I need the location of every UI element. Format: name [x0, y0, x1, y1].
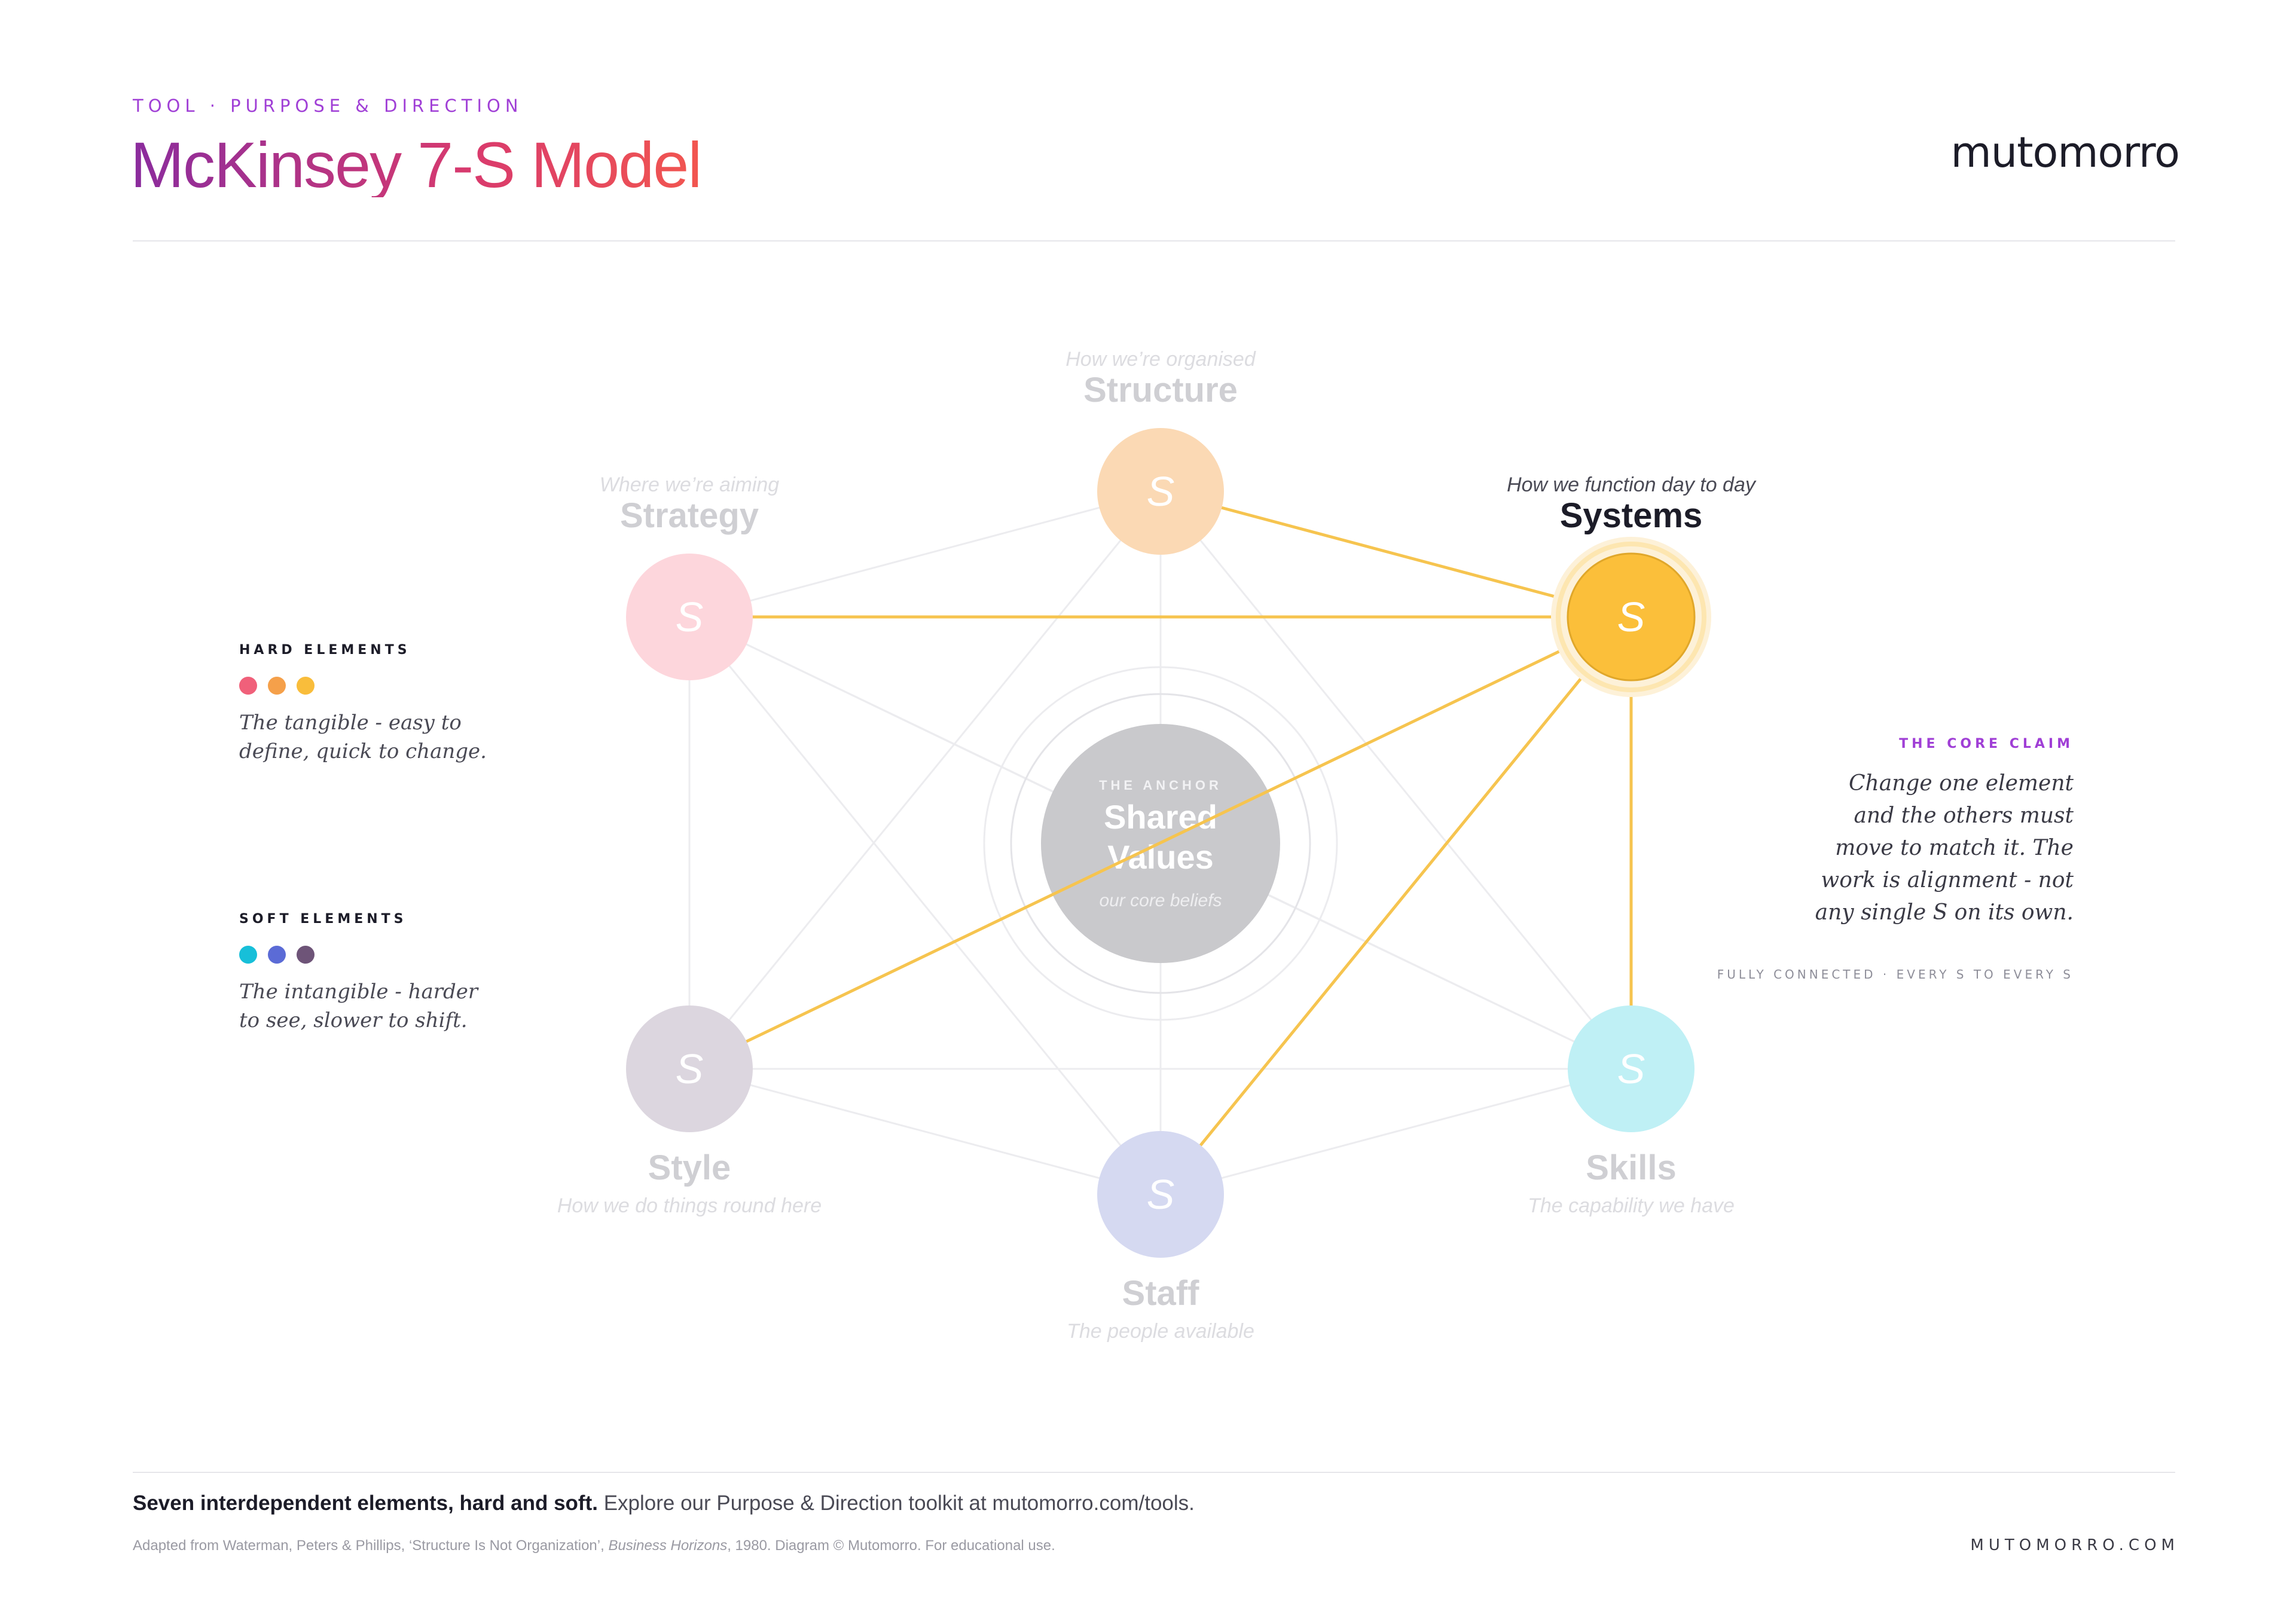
hard-dot-systems [297, 677, 315, 695]
soft-elements-title: SOFT ELEMENTS [239, 912, 407, 927]
credit-pre: Adapted from Waterman, Peters & Phillips… [133, 1538, 604, 1554]
systems-name: Systems [1560, 496, 1703, 535]
staff-circle[interactable] [1097, 1131, 1224, 1258]
systems-description: How we function day to day [1507, 473, 1757, 496]
hard-elements-text: The tangible - easy to define, quick to … [239, 711, 487, 763]
page-title: McKinsey 7-S Model [130, 129, 702, 201]
staff-name: Staff [1122, 1274, 1200, 1313]
node-style[interactable]: S How we do things round here Style [557, 1005, 822, 1217]
center-rings [983, 666, 1338, 1021]
outer-ring [983, 666, 1338, 1021]
highlight-edge-systems-staff [1159, 615, 1633, 1196]
edge-staff-strategy [688, 616, 1162, 1195]
center-subtitle: our core beliefs [1099, 891, 1222, 910]
edge-staff-style [689, 1068, 1161, 1196]
footer-headline-bold: Seven interdependent elements, hard and … [133, 1491, 598, 1515]
strategy-name: Strategy [620, 496, 759, 535]
footer-divider [133, 1472, 2175, 1473]
highlight-edge-systems-style [688, 615, 1633, 1071]
strategy-glyph: S [676, 594, 704, 640]
skills-circle[interactable] [1568, 1005, 1694, 1132]
edge-structure-style [688, 491, 1162, 1069]
style-circle[interactable] [626, 1005, 753, 1132]
hard-elements-title: HARD ELEMENTS [239, 643, 411, 658]
credit-post: , 1980. Diagram © Mutomorro. For educati… [727, 1538, 1055, 1554]
header-divider [133, 240, 2175, 242]
skills-name: Skills [1586, 1148, 1677, 1187]
footer-headline: Seven interdependent elements, hard and … [133, 1491, 1195, 1515]
edge-structure-skills [1159, 491, 1632, 1069]
skills-description: The capability we have [1528, 1194, 1735, 1217]
node-staff[interactable]: S The people available Staff [1067, 1131, 1254, 1343]
active-ring [1556, 542, 1706, 692]
soft-elements-text: The intangible - harder to see, slower t… [239, 980, 478, 1032]
structure-description: How we’re organised [1065, 348, 1256, 371]
hard-elements-dots [239, 677, 315, 695]
edge-structure-strategy [689, 490, 1161, 618]
strategy-circle[interactable] [626, 554, 753, 680]
structure-glyph: S [1147, 468, 1175, 515]
kicker: TOOL · PURPOSE & DIRECTION [133, 96, 523, 116]
skills-glyph: S [1617, 1046, 1645, 1092]
brand-logo[interactable]: mutomorro [1950, 128, 2180, 177]
style-name: Style [648, 1148, 731, 1187]
footer-credit: Adapted from Waterman, Peters & Phillips… [133, 1538, 1055, 1554]
hard-dot-strategy [239, 677, 257, 695]
structure-circle[interactable] [1097, 428, 1224, 555]
inner-ring [1010, 693, 1311, 994]
center-label: THE ANCHOR [1099, 778, 1222, 793]
style-glyph: S [676, 1046, 704, 1092]
soft-elements-dots [239, 946, 315, 964]
footer-site-link[interactable]: MUTOMORRO.COM [1970, 1536, 2179, 1554]
footer-cta-link[interactable]: Explore our Purpose & Direction toolkit … [603, 1491, 1195, 1515]
systems-glyph: S [1617, 594, 1645, 640]
structure-name: Structure [1083, 371, 1238, 409]
core-claim-footnote: FULLY CONNECTED · EVERY S TO EVERY S [1717, 967, 2074, 982]
credit-journal: Business Horizons [608, 1538, 728, 1554]
style-description: How we do things round here [557, 1194, 822, 1217]
soft-dot-skills [239, 946, 257, 964]
center-title-line1: Shared [1104, 798, 1217, 836]
staff-glyph: S [1147, 1171, 1175, 1218]
systems-circle[interactable] [1567, 552, 1696, 681]
soft-dot-style [297, 946, 315, 964]
core-claim-label: THE CORE CLAIM [1899, 736, 2074, 751]
soft-dot-staff [268, 946, 286, 964]
staff-description: The people available [1067, 1320, 1254, 1343]
highlight-edge-systems-structure [1159, 490, 1633, 619]
hard-dot-structure [268, 677, 286, 695]
edge-skills-staff [1160, 1068, 1632, 1196]
node-skills[interactable]: S The capability we have Skills [1528, 1005, 1735, 1217]
core-claim-text: Change one element and the others must m… [1815, 771, 2074, 925]
strategy-description: Where we’re aiming [600, 473, 780, 496]
